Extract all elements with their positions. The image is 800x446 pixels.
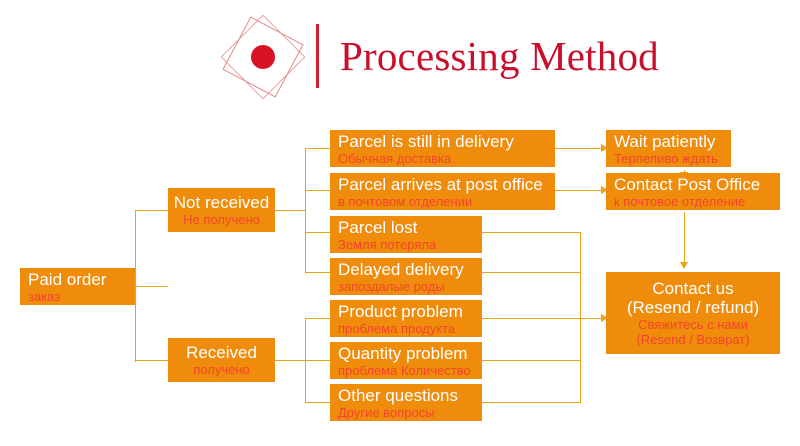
edge-delayed-merge (482, 272, 580, 274)
node-quantity-problem-label-ru: проблема Количество (338, 362, 471, 378)
edge-to-product-problem (305, 318, 330, 320)
edge-other-merge (482, 402, 580, 404)
node-other-questions-label-ru: Другие вопросы (338, 404, 435, 420)
edge-lost-merge (482, 232, 580, 234)
node-contact-us-label-ru-line2: (Resend / Возврат) (636, 332, 750, 347)
edge-paid-stub (135, 286, 168, 288)
edge-to-delayed (305, 272, 330, 274)
node-not-received[interactable]: Not received Не получено (168, 188, 275, 232)
node-paid-order[interactable]: Paid order заказ (20, 268, 135, 305)
edge-to-not-received (135, 210, 168, 212)
edge-notrecv-stub (275, 210, 305, 212)
edge-to-in-delivery (305, 148, 330, 150)
node-not-received-label-ru: Не получено (183, 212, 260, 227)
diamond-square-logo-icon (220, 14, 306, 100)
node-wait-patiently-label-ru: Терпеливо ждать (614, 150, 718, 166)
node-contact-post-office[interactable]: Contact Post Office к почтовое отделение (606, 173, 780, 210)
edge-to-parcel-lost (305, 232, 330, 234)
node-contact-us-label-en-line2: (Resend / refund) (626, 298, 760, 317)
node-other-questions[interactable]: Other questions Другие вопросы (330, 384, 482, 421)
node-delayed-delivery-label-ru: запоздалые роды (338, 278, 445, 294)
node-quantity-problem[interactable]: Quantity problem проблема Количество (330, 342, 482, 379)
edge-postoffice-to-contact (555, 190, 603, 192)
edge-recv-stub (275, 360, 305, 362)
node-product-problem-label-en: Product problem (338, 301, 463, 321)
node-parcel-at-post-office-label-en: Parcel arrives at post office (338, 174, 543, 194)
header-divider (316, 24, 319, 88)
node-paid-order-label-ru: заказ (28, 288, 61, 304)
edge-to-at-post-office (305, 190, 330, 192)
edge-delivery-to-wait (555, 148, 603, 150)
node-not-received-label-en: Not received (173, 193, 270, 212)
node-parcel-at-post-office[interactable]: Parcel arrives at post office в почтовом… (330, 173, 555, 210)
node-paid-order-label-en: Paid order (28, 269, 107, 289)
edge-paid-split (135, 210, 137, 362)
page-title: Processing Method (340, 33, 659, 79)
node-received-label-ru: получено (193, 362, 250, 377)
node-parcel-lost-label-en: Parcel lost (338, 217, 418, 237)
logo-center-dot-icon (251, 45, 275, 69)
node-other-questions-label-en: Other questions (338, 385, 459, 405)
edge-merge-bus (580, 232, 582, 403)
arrow-into-contact-post-icon (601, 185, 608, 194)
arrow-into-wait-patiently-icon (601, 143, 608, 152)
arrow-into-contact-us-icon (601, 313, 608, 322)
node-contact-post-office-label-en: Contact Post Office (614, 174, 761, 194)
arrow-down-contact-us-icon (679, 262, 688, 269)
node-product-problem[interactable]: Product problem проблема продукта (330, 300, 482, 337)
node-delayed-delivery-label-en: Delayed delivery (338, 259, 464, 279)
node-wait-patiently-label-en: Wait patiently (614, 131, 716, 151)
edge-to-quantity-problem (305, 360, 330, 362)
edge-to-received (135, 360, 168, 362)
node-parcel-at-post-office-label-ru: в почтовом отделении (338, 193, 473, 209)
edge-merge-to-contactus (580, 318, 603, 320)
node-received-label-en: Received (186, 343, 257, 362)
node-parcel-in-delivery[interactable]: Parcel is still in delivery Обычная дост… (330, 130, 555, 167)
node-delayed-delivery[interactable]: Delayed delivery запоздалые роды (330, 258, 482, 295)
edge-notrecv-split (305, 148, 307, 272)
edge-product-merge (482, 318, 580, 320)
node-parcel-in-delivery-label-en: Parcel is still in delivery (338, 131, 514, 151)
node-parcel-lost-label-ru: Земля потеряла (338, 236, 437, 252)
edge-quantity-merge (482, 360, 580, 362)
node-quantity-problem-label-en: Quantity problem (338, 343, 468, 363)
node-contact-us-label-en-line1: Contact us (652, 279, 734, 298)
node-contact-us-label-ru-line1: Свяжитесь с нами (638, 317, 748, 332)
edge-contactpost-to-contactus (684, 212, 686, 264)
node-contact-post-office-label-ru: к почтовое отделение (614, 193, 746, 209)
page-header: Processing Method (0, 0, 800, 110)
node-product-problem-label-ru: проблема продукта (338, 320, 456, 336)
node-parcel-lost[interactable]: Parcel lost Земля потеряла (330, 216, 482, 253)
edge-to-other-questions (305, 402, 330, 404)
node-parcel-in-delivery-label-ru: Обычная доставка (338, 150, 452, 166)
node-received[interactable]: Received получено (168, 338, 275, 382)
node-wait-patiently[interactable]: Wait patiently Терпеливо ждать (606, 130, 731, 167)
node-contact-us[interactable]: Contact us (Resend / refund) Свяжитесь с… (606, 272, 780, 354)
